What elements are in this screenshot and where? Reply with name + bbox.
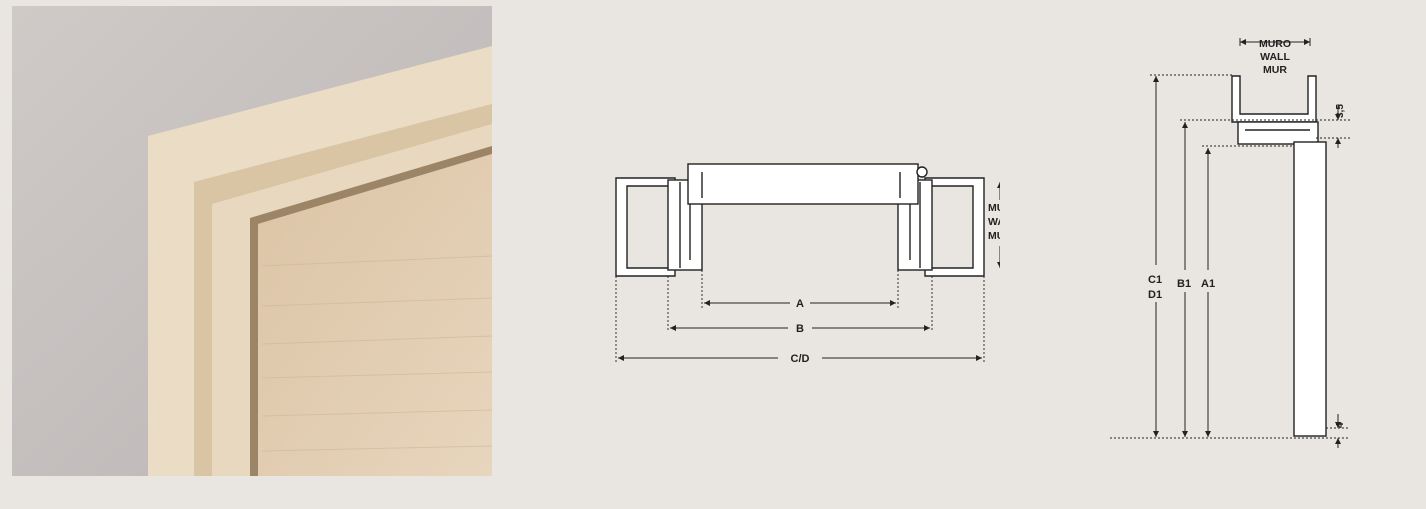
- section-wall-label-line-2: WALL: [1260, 51, 1290, 63]
- door-frame-photo: [12, 6, 492, 476]
- dim-top-gap-label: 3,5: [1335, 104, 1346, 118]
- dim-a1-label: A1: [1201, 278, 1215, 290]
- section-wall-label-line-3: MUR: [1263, 64, 1287, 76]
- wall-label-line-1: MURO: [988, 202, 1000, 214]
- plan-diagram: A B C/D MURO WALL MUR: [615, 163, 1000, 365]
- dim-cd-label: C/D: [791, 353, 810, 365]
- dim-b-label: B: [796, 323, 804, 335]
- section-diagram: MURO WALL MUR: [1110, 38, 1350, 448]
- dim-bottom-gap-label: 4: [1335, 422, 1346, 428]
- dim-d1-label: D1: [1148, 289, 1162, 301]
- section-wall-label-line-1: MURO: [1259, 38, 1291, 50]
- dim-a-label: A: [796, 298, 804, 310]
- dim-b1-label: B1: [1177, 278, 1191, 290]
- dim-c1-label: C1: [1148, 274, 1162, 286]
- wall-label-line-2: WALL: [988, 216, 1000, 228]
- wall-label-line-3: MUR: [988, 230, 1000, 242]
- bottom-strip: [0, 494, 1426, 509]
